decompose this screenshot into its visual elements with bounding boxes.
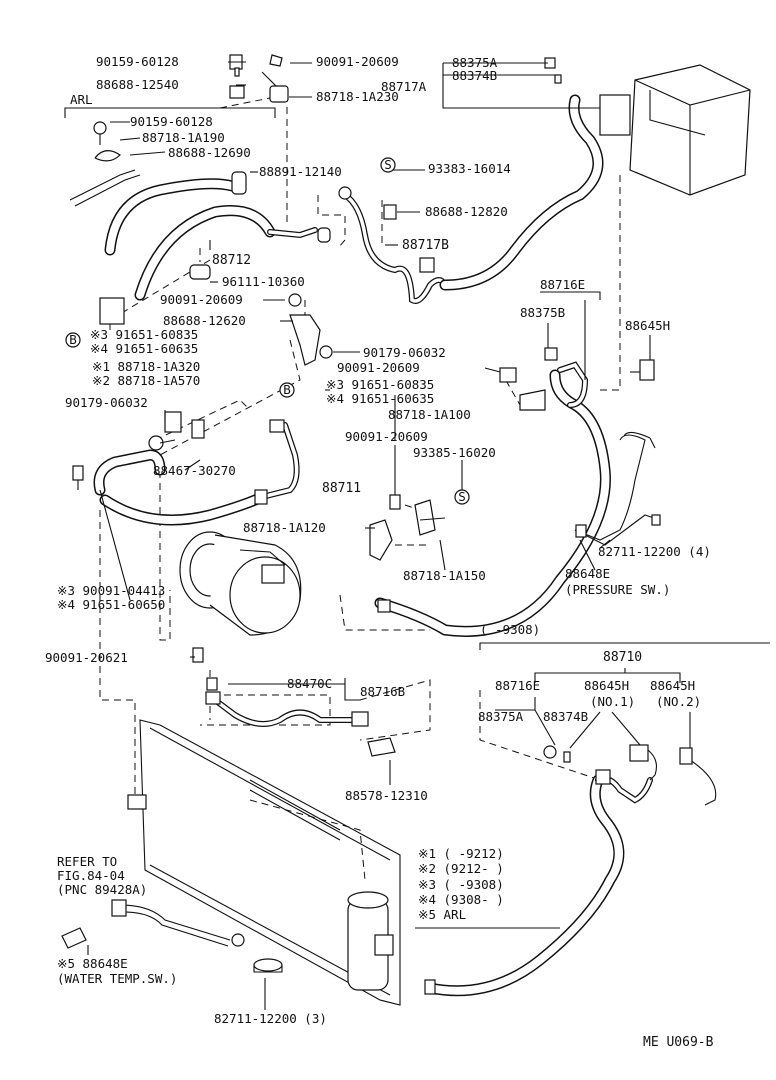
label-91651-60835-b: ※3 91651-60835 xyxy=(326,377,434,392)
pressure-switch-wire xyxy=(574,431,661,546)
label-90179-06032-left: 90179-06032 xyxy=(65,395,148,410)
label-88374B-top: 88374B xyxy=(452,68,497,83)
label-88467-30270: 88467-30270 xyxy=(153,463,236,478)
label-93385-16020: 93385-16020 xyxy=(413,445,496,460)
label-88718-1A570: ※2 88718-1A570 xyxy=(92,373,200,388)
label-88374B-lower: 88374B xyxy=(543,709,588,724)
note-4: ※4 (9308- ) xyxy=(418,892,504,907)
label-91651-60635-a: ※4 91651-60635 xyxy=(90,341,198,356)
label-88648E-water: ※5 88648E xyxy=(57,956,128,971)
label-91651-60635-b: ※4 91651-60635 xyxy=(326,391,434,406)
ref-circle-s-text: S xyxy=(384,157,392,172)
receiver-dryer xyxy=(347,891,394,991)
hose-88711 xyxy=(93,422,300,526)
label-93383-16014: 93383-16014 xyxy=(428,161,511,176)
label-88578-12310: 88578-12310 xyxy=(345,788,428,803)
water-temp-switch-wire xyxy=(119,904,231,947)
compressor xyxy=(179,531,302,636)
label-88470C: 88470C xyxy=(287,676,332,691)
label-96111-10360: 96111-10360 xyxy=(222,274,305,289)
ref-circle-s-2 xyxy=(454,489,470,505)
label-refer-to: REFER TO xyxy=(57,854,117,869)
label-88718-1A320: ※1 88718-1A320 xyxy=(92,359,200,374)
label-88716E-upper: 88716E xyxy=(540,277,585,292)
label-90091-20609-left: 90091-20609 xyxy=(160,292,243,307)
label-fig-84-04: FIG.84-04 xyxy=(57,868,125,883)
label-90091-20609-lower: 90091-20609 xyxy=(345,429,428,444)
label-figure-code: ME U069-B xyxy=(643,1035,714,1050)
label-82711-12200-4: 82711-12200 (4) xyxy=(598,544,711,559)
evaporator-unit xyxy=(599,64,751,196)
label-88716E-lower: 88716E xyxy=(495,678,540,693)
pipe-88717B xyxy=(342,94,604,304)
label-90091-04413: ※3 90091-04413 xyxy=(57,583,165,598)
label-arl: ARL xyxy=(70,92,93,107)
note-5: ※5 ARL xyxy=(418,907,466,922)
label-pressure-sw: (PRESSURE SW.) xyxy=(565,582,670,597)
label-water-temp-sw: (WATER TEMP.SW.) xyxy=(57,971,177,986)
ref-circle-b-2 xyxy=(279,382,295,398)
label-88712: 88712 xyxy=(212,253,251,268)
label-88648E-pressure: 88648E xyxy=(565,566,610,581)
label-no2: (NO.2) xyxy=(656,694,701,709)
label-88718-1A190: 88718-1A190 xyxy=(142,130,225,145)
label-88718-1A150: 88718-1A150 xyxy=(403,568,486,583)
label-88688-12540: 88688-12540 xyxy=(96,77,179,92)
label-88718-1A100: 88718-1A100 xyxy=(388,407,471,422)
label-88711: 88711 xyxy=(322,481,361,496)
label-91651-60835-a: ※3 91651-60835 xyxy=(90,327,198,342)
label-88375B: 88375B xyxy=(520,305,565,320)
label-88645H-upper: 88645H xyxy=(625,318,670,333)
label-9308-bracket: ( -9308) xyxy=(480,622,540,637)
ref-circle-s-2-text: S xyxy=(458,489,466,504)
label-88375A-top: 88375A xyxy=(452,55,498,70)
label-pnc-89428a: (PNC 89428A) xyxy=(57,882,147,897)
part-number-labels: 90159-60128 90091-20609 88375A 88374B 88… xyxy=(45,54,714,1050)
leader-lines xyxy=(64,61,770,1010)
label-82711-12200-3: 82711-12200 (3) xyxy=(214,1011,327,1026)
note-3: ※3 ( -9308) xyxy=(418,877,504,892)
label-88688-12820: 88688-12820 xyxy=(425,204,508,219)
pipe-88716B xyxy=(212,697,358,727)
label-88688-12690: 88688-12690 xyxy=(168,145,251,160)
ref-circle-b-2-text: B xyxy=(283,382,291,397)
label-90179-06032-right: 90179-06032 xyxy=(363,345,446,360)
label-90091-20609-top: 90091-20609 xyxy=(316,54,399,69)
label-88717A: 88717A xyxy=(381,79,427,94)
label-91651-60650: ※4 91651-60650 xyxy=(57,597,165,612)
label-no1: (NO.1) xyxy=(590,694,635,709)
label-90159-60128-top: 90159-60128 xyxy=(96,54,179,69)
small-parts xyxy=(61,54,693,995)
label-88710: 88710 xyxy=(603,650,642,665)
label-88891-12140: 88891-12140 xyxy=(259,164,342,179)
label-88716B: 88716B xyxy=(360,684,405,699)
ref-circle-s xyxy=(380,157,396,173)
label-88375A-lower: 88375A xyxy=(478,709,524,724)
label-88645H-no2: 88645H xyxy=(650,678,695,693)
label-88645H-no1: 88645H xyxy=(584,678,629,693)
label-88688-12620: 88688-12620 xyxy=(163,313,246,328)
hose-88712 xyxy=(104,178,318,301)
label-88718-1A120: 88718-1A120 xyxy=(243,520,326,535)
footnotes: ※1 ( -9212) ※2 (9212- ) ※3 ( -9308) ※4 (… xyxy=(418,846,504,922)
label-90159-60128-arl: 90159-60128 xyxy=(130,114,213,129)
label-88718-1A230: 88718-1A230 xyxy=(316,89,399,104)
note-1: ※1 ( -9212) xyxy=(418,846,504,861)
reference-circles: B B S S xyxy=(65,157,470,505)
ref-circle-b xyxy=(65,332,81,348)
ref-circle-b-text: B xyxy=(69,332,77,347)
label-88717B: 88717B xyxy=(402,238,449,253)
note-2: ※2 (9212- ) xyxy=(418,861,504,876)
label-90091-20609-mid: 90091-20609 xyxy=(337,360,420,375)
label-90091-20621: 90091-20621 xyxy=(45,650,128,665)
